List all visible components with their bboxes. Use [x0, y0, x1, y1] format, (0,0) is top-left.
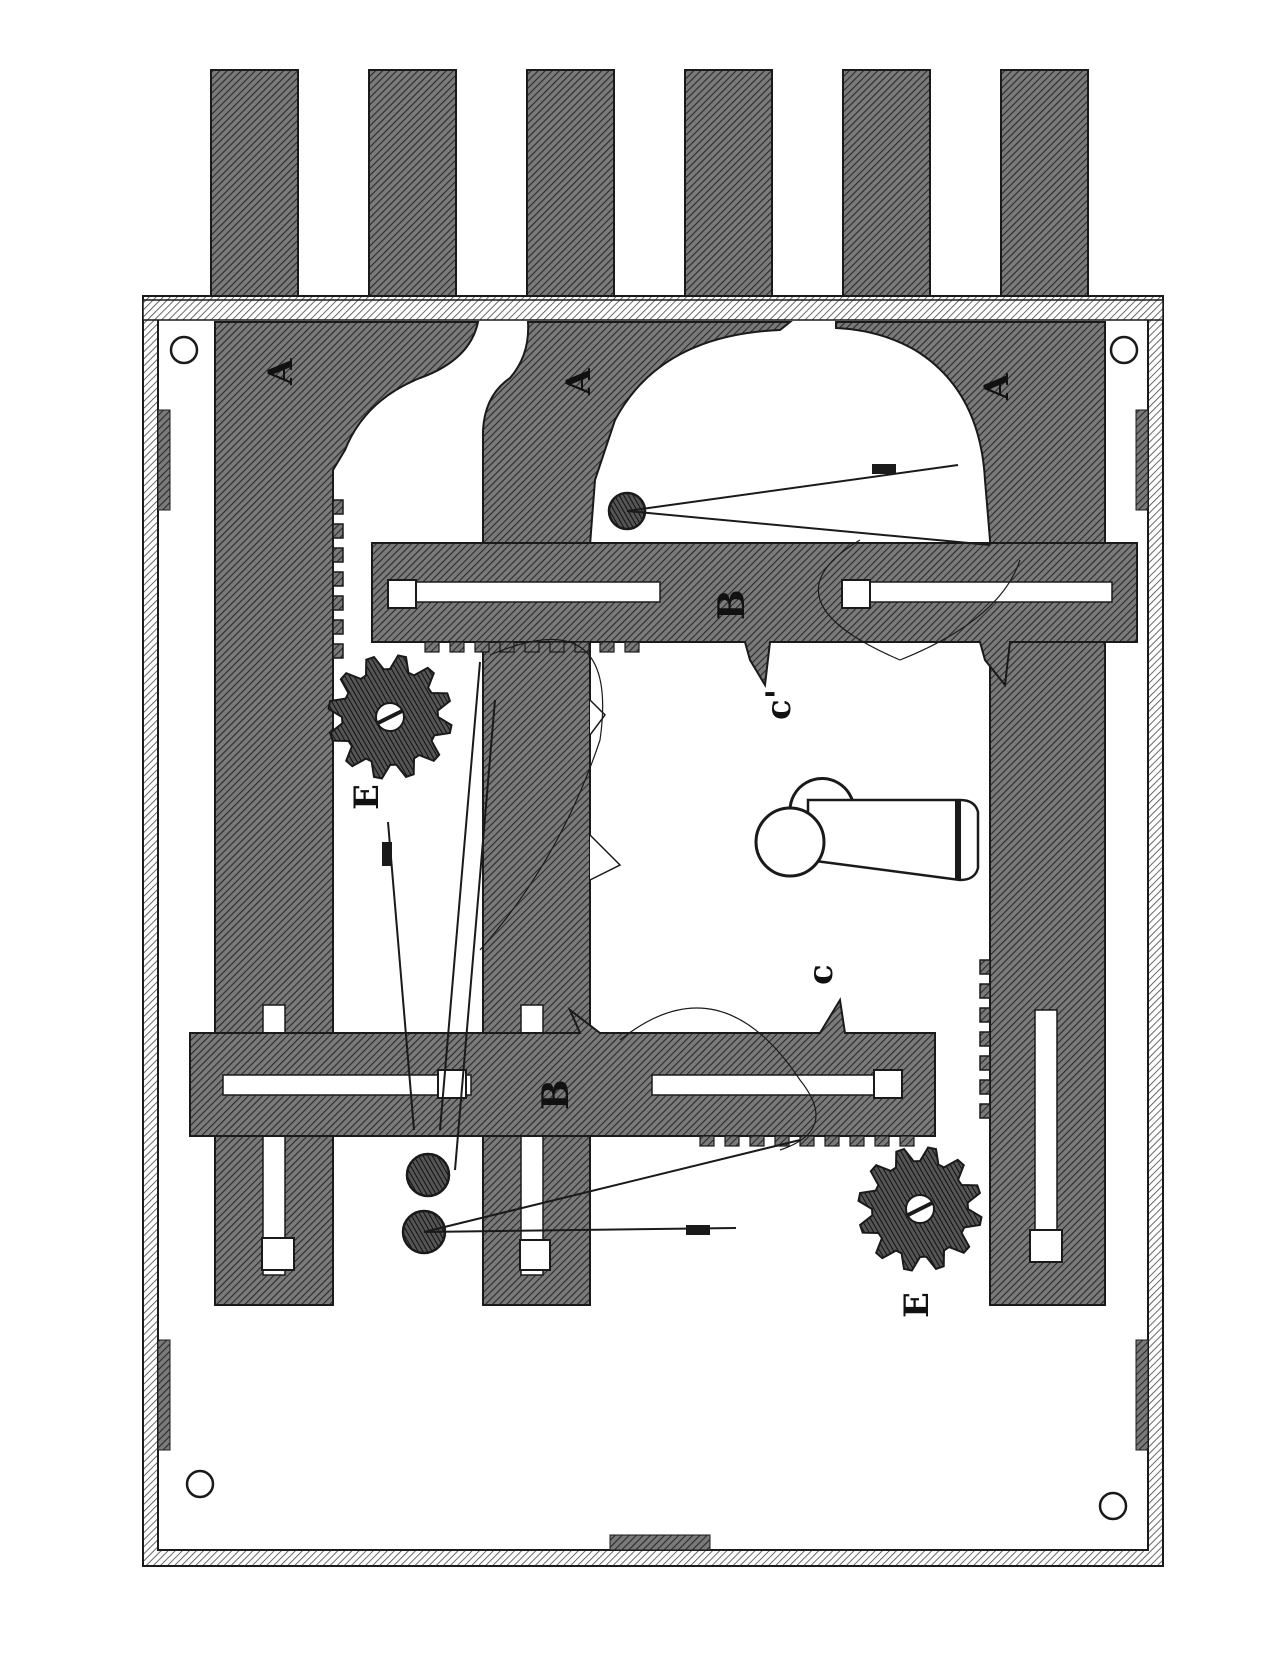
- pinion-upper: [327, 654, 453, 780]
- keyhole-slot: [806, 798, 980, 882]
- keyhole: [754, 777, 980, 882]
- bar-slot: [397, 581, 661, 603]
- spring-upper-a: [626, 464, 959, 512]
- bar-pin: [873, 1069, 903, 1099]
- case-tab: [157, 1339, 171, 1451]
- bolt-bar: [210, 69, 299, 301]
- rack-teeth-left: [332, 499, 344, 659]
- case-top-rail: [142, 299, 1164, 321]
- sliding-bar-upper: [371, 542, 1138, 689]
- spring-lower-a: [423, 1227, 737, 1233]
- bar-rack-teeth: [699, 1135, 915, 1147]
- case-tab: [1135, 409, 1149, 511]
- screw-hole: [185, 1469, 215, 1499]
- spring-curve: [619, 1007, 817, 1151]
- label-catch: c: [801, 964, 841, 985]
- bar-pin: [841, 579, 871, 609]
- bar-slot: [222, 1074, 472, 1096]
- guide-pin: [261, 1237, 295, 1271]
- bolt-slot: [1034, 1009, 1058, 1251]
- bar-slot: [851, 581, 1113, 603]
- bolt-bars: [210, 69, 1089, 301]
- gear-screw-slot: [907, 1201, 933, 1217]
- case-tab: [157, 409, 171, 511]
- spring-lower-b: [423, 1139, 801, 1233]
- guide-pin: [519, 1239, 551, 1271]
- spring-clip: [686, 1225, 710, 1235]
- case-tab: [1135, 1339, 1149, 1451]
- label-pinion: E: [347, 784, 387, 810]
- sliding-bar-lower: [189, 997, 936, 1147]
- pinion-lower: [857, 1146, 983, 1272]
- screw-hole: [1098, 1491, 1128, 1521]
- label-bolt: A: [977, 373, 1017, 401]
- bolt-bar: [842, 69, 931, 301]
- bolt-notch: [589, 834, 622, 881]
- spring-left-b: [439, 661, 481, 1131]
- bolt-bar: [684, 69, 773, 301]
- bolt-notch: [589, 699, 606, 736]
- spring-clip: [872, 464, 896, 474]
- label-bolt: A: [261, 358, 301, 386]
- springs: [382, 464, 1021, 1255]
- label-bar: B: [535, 1080, 577, 1110]
- label-bolt: A: [559, 368, 599, 396]
- spring-left-a: [387, 821, 415, 1131]
- label-catch-primed: c': [759, 689, 799, 720]
- screw-hole: [1109, 335, 1139, 365]
- spring-curve: [479, 639, 604, 951]
- bar-rack-teeth: [424, 641, 640, 653]
- screw-hole: [169, 335, 199, 365]
- spring-upper-b: [626, 510, 991, 546]
- spring-curve: [817, 539, 1021, 661]
- bar-slot: [651, 1074, 903, 1096]
- bar-body: [189, 997, 936, 1137]
- rack-teeth-right: [979, 959, 991, 1119]
- label-pinion: E: [897, 1292, 937, 1318]
- lock-case: [142, 295, 1164, 1567]
- gear-screw-slot: [377, 709, 403, 725]
- bolt-bar: [368, 69, 457, 301]
- guide-pin: [1029, 1229, 1063, 1263]
- spring-pivot: [405, 1152, 451, 1198]
- label-bar: B: [711, 590, 753, 620]
- bolt-bar: [526, 69, 615, 301]
- labels: A A A B B c' c E E: [261, 358, 1017, 1318]
- case-tab: [609, 1534, 711, 1551]
- bolt-bar: [1000, 69, 1089, 301]
- spring-left-c: [454, 699, 496, 1171]
- bar-body: [371, 542, 1138, 689]
- bar-pin: [387, 579, 417, 609]
- spring-clip: [382, 842, 392, 866]
